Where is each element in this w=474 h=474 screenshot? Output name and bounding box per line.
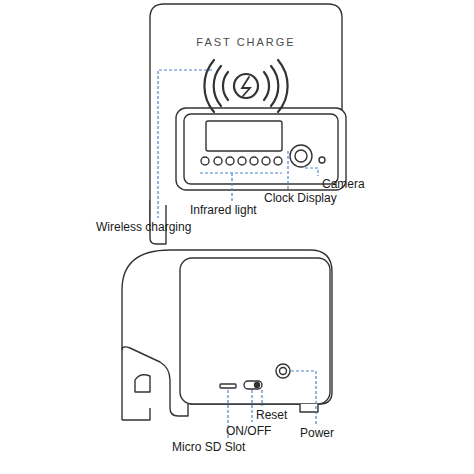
stand-foot-rear <box>122 408 150 420</box>
on-off-switch <box>244 381 262 389</box>
part-label: Clock Display <box>264 191 337 205</box>
part-label: Micro SD Slot <box>172 440 245 454</box>
stand-notch <box>135 375 150 392</box>
infrared-leds <box>201 157 282 165</box>
camera-lens <box>290 145 312 167</box>
reset-hole <box>255 383 260 388</box>
wireless-charge-icon <box>204 60 287 112</box>
camera-lens-inner <box>295 150 307 162</box>
part-label: Wireless charging <box>96 220 191 234</box>
brand-label: FAST CHARGE <box>196 35 295 49</box>
part-label: Reset <box>256 408 287 422</box>
power-button <box>276 364 290 378</box>
part-label: ON/OFF <box>226 424 271 438</box>
part-label: Camera <box>322 177 365 191</box>
micro-sd-slot <box>220 384 236 388</box>
part-label: Power <box>300 426 334 440</box>
indicator-dot <box>319 157 325 163</box>
stand-profile <box>122 347 188 416</box>
leader-lines <box>158 70 318 438</box>
part-label: Infrared light <box>190 203 257 217</box>
rear-panel <box>180 258 330 404</box>
rear-foot <box>300 404 318 412</box>
power-button-inner <box>280 368 287 375</box>
clock-display <box>206 121 282 151</box>
front-base <box>176 108 346 190</box>
charger-rear-body <box>122 250 332 420</box>
